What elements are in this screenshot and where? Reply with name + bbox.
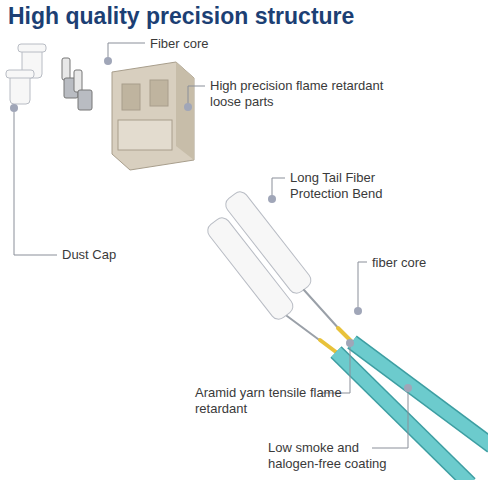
part-label: Long Tail Fiber Protection Bend	[290, 170, 410, 202]
lc-housing	[112, 62, 194, 170]
fiber-strand	[287, 290, 352, 352]
boot	[205, 189, 315, 323]
leader-line	[14, 43, 408, 448]
part-label: Fiber core	[150, 36, 209, 52]
part-label: Dust Cap	[62, 247, 116, 263]
part-label: Aramid yarn tensile flame retardant	[195, 385, 345, 417]
part-label: fiber core	[372, 255, 426, 271]
leader-dot	[10, 57, 412, 392]
part-label: High precision flame retardant loose par…	[210, 78, 385, 110]
ferrule	[62, 58, 92, 110]
dust-cap	[6, 44, 46, 104]
title: High quality precision structure	[8, 2, 354, 30]
part-label: Low smoke and halogen-free coating	[268, 440, 398, 472]
